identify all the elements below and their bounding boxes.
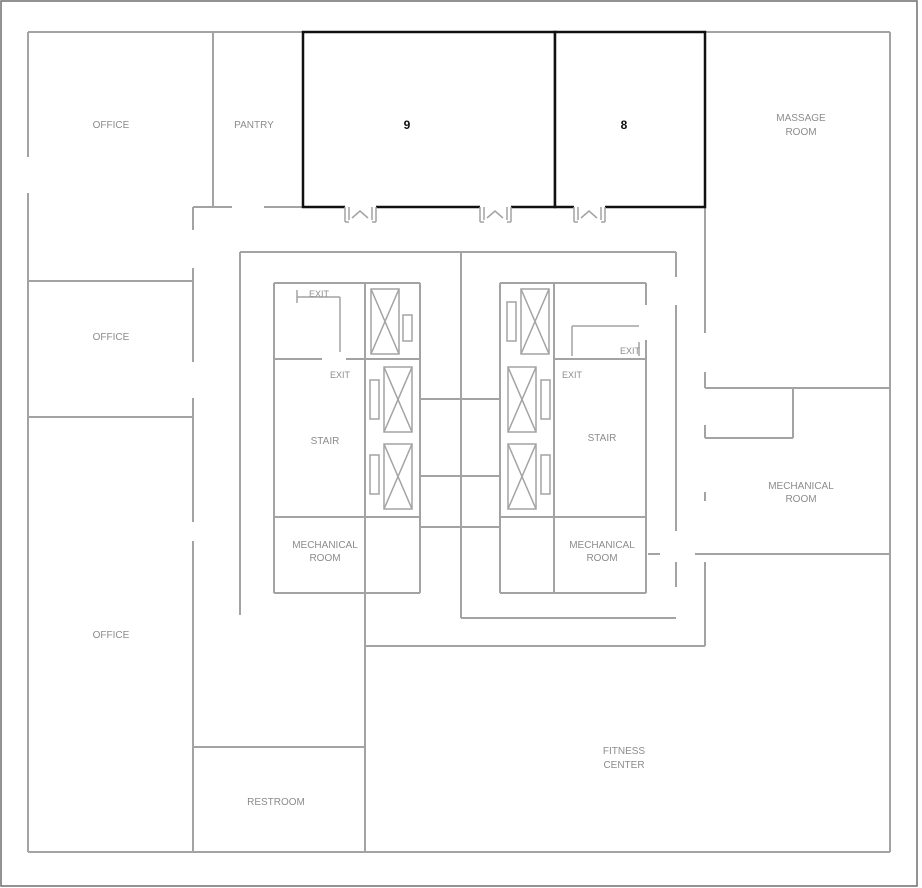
- room-label-office-top: OFFICE: [93, 120, 130, 131]
- suite-doors: [344, 204, 606, 223]
- exit-label: EXIT: [309, 289, 330, 299]
- room-label-office-mid: OFFICE: [93, 332, 130, 343]
- right-room-walls: [648, 372, 890, 555]
- suite-9-label[interactable]: 9: [404, 118, 411, 132]
- room-label-restroom: RESTROOM: [247, 797, 305, 808]
- suite-8-label[interactable]: 8: [621, 118, 628, 132]
- suite-9-outline[interactable]: [301, 30, 557, 209]
- room-label-pantry: PANTRY: [234, 120, 274, 131]
- room-label-stair-right: STAIR: [588, 433, 617, 444]
- door-icon: [479, 204, 512, 223]
- room-label-massage-line2: ROOM: [785, 127, 816, 138]
- room-label-office-bottom: OFFICE: [93, 630, 130, 641]
- exit-label: EXIT: [562, 370, 583, 380]
- room-label-mech-center-line1: MECHANICAL: [569, 540, 635, 551]
- core-links: [420, 398, 500, 528]
- right-core: [499, 282, 647, 594]
- exit-label: EXIT: [620, 346, 641, 356]
- elevator-icon: [369, 443, 413, 510]
- elevator-icon: [506, 288, 550, 355]
- door-icon: [344, 204, 377, 223]
- elevator-icon: [507, 366, 551, 433]
- exit-label: EXIT: [330, 370, 351, 380]
- corridor-walls: [239, 207, 706, 852]
- elevator-icon: [370, 288, 413, 355]
- room-label-fitness-line2: CENTER: [603, 760, 644, 771]
- room-label-mech-center-line2: ROOM: [586, 553, 617, 564]
- room-label-massage-line1: MASSAGE: [776, 113, 826, 124]
- door-icon: [573, 204, 606, 223]
- room-label-mech-right-line1: MECHANICAL: [768, 481, 834, 492]
- elevator-icon: [507, 443, 551, 510]
- room-label-stair-left: STAIR: [311, 436, 340, 447]
- room-label-mech-right-line2: ROOM: [785, 494, 816, 505]
- left-core: [273, 282, 421, 594]
- suite-8-outline[interactable]: [553, 30, 707, 209]
- room-label-fitness-line1: FITNESS: [603, 746, 646, 757]
- elevators: [369, 288, 551, 510]
- elevator-icon: [369, 366, 413, 433]
- room-label-mech-left-line2: ROOM: [309, 553, 340, 564]
- left-office-walls: [28, 32, 365, 852]
- room-label-mech-left-line1: MECHANICAL: [292, 540, 358, 551]
